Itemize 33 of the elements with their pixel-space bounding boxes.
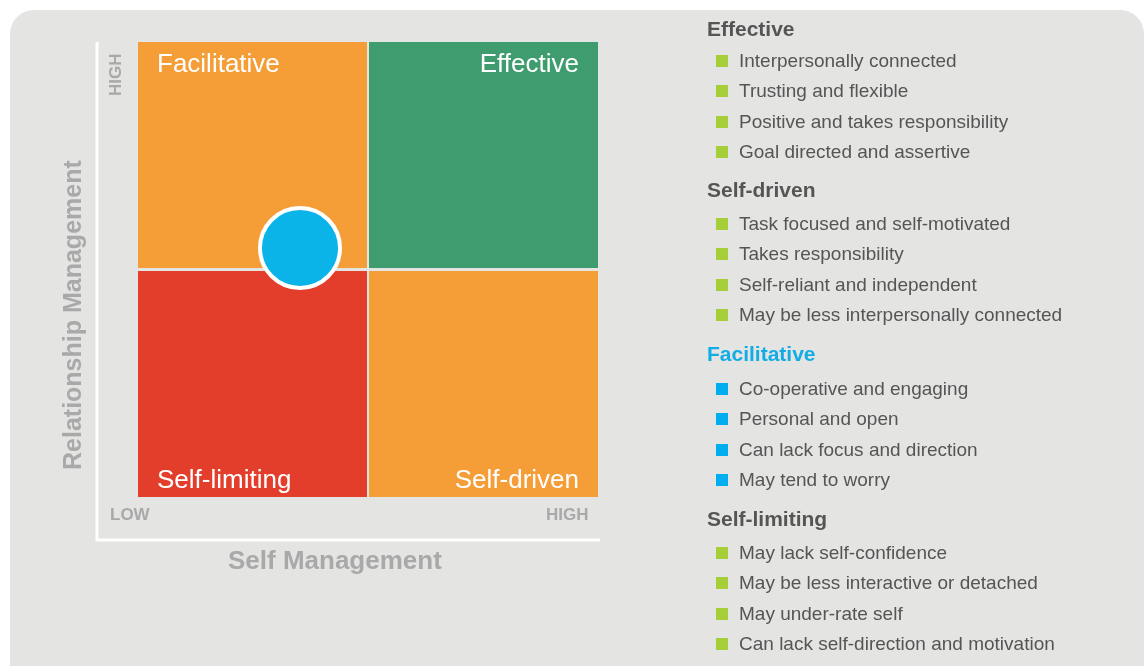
list-heading: Effective bbox=[707, 17, 795, 41]
list-heading: Self-limiting bbox=[707, 507, 828, 531]
list-item: Can lack focus and direction bbox=[739, 438, 978, 461]
list-item: Interpersonally connected bbox=[739, 50, 957, 72]
list-heading: Facilitative bbox=[707, 342, 816, 366]
list-heading: Self-driven bbox=[707, 178, 816, 202]
list-item: Self-reliant and independent bbox=[739, 273, 977, 296]
quadrant-title: Self-limiting bbox=[157, 464, 292, 495]
list-item: Personal and open bbox=[739, 408, 899, 431]
list-item: Trusting and flexible bbox=[739, 80, 909, 103]
axis-label: HIGH bbox=[546, 505, 589, 525]
quadrant bbox=[369, 42, 598, 268]
axis-title: Relationship Management bbox=[58, 160, 87, 470]
list-item: Can lack self-direction and motivation bbox=[739, 632, 1055, 655]
list-item: Positive and takes responsibility bbox=[739, 110, 1009, 133]
quadrant-title: Self-driven bbox=[454, 464, 579, 495]
quadrant bbox=[138, 271, 367, 497]
list-item: May be less interpersonally connected bbox=[739, 303, 1063, 326]
axis-label: HIGH bbox=[106, 53, 126, 96]
list-item: May be less interactive or detached bbox=[739, 572, 1038, 595]
list-item: Takes responsibility bbox=[739, 243, 904, 266]
axis-label: LOW bbox=[110, 505, 150, 525]
list-item: May tend to worry bbox=[739, 468, 890, 491]
list-item: May under-rate self bbox=[739, 602, 903, 625]
quadrant-title: Facilitative bbox=[157, 48, 280, 79]
list-item: Co-operative and engaging bbox=[739, 378, 969, 400]
list-item: Goal directed and assertive bbox=[739, 140, 971, 163]
list-item: Task focused and self-motivated bbox=[739, 213, 1011, 235]
list-item: May lack self-confidence bbox=[739, 542, 948, 564]
quadrant-title: Effective bbox=[479, 48, 579, 79]
axis-title: Self Management bbox=[228, 545, 442, 576]
quadrant bbox=[369, 271, 598, 497]
quadrant bbox=[138, 42, 367, 268]
